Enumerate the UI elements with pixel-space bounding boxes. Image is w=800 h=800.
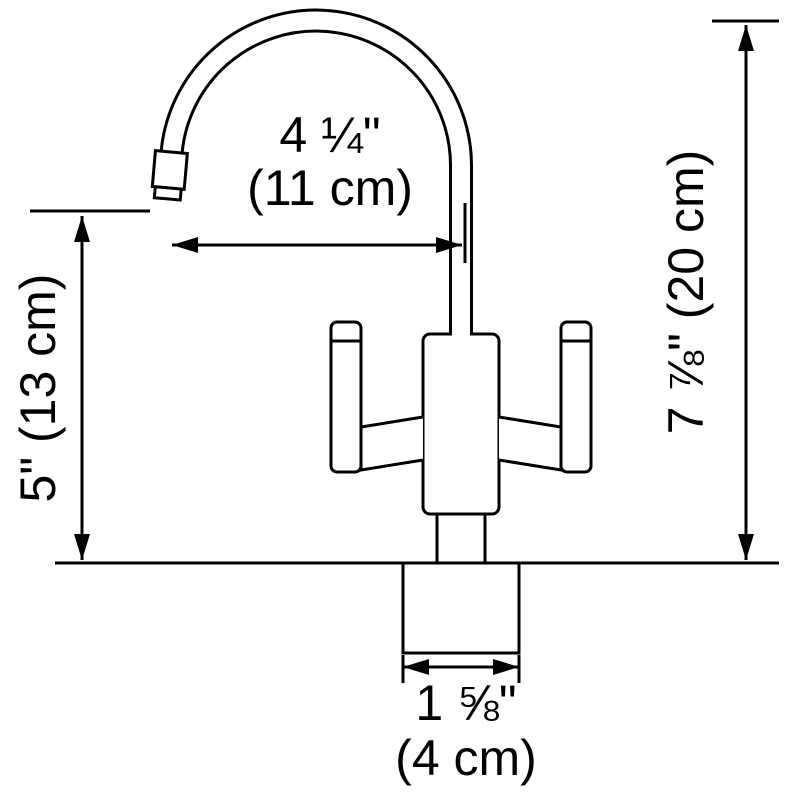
left-handle-arm bbox=[359, 415, 424, 472]
base-diameter-imperial-label: 1 ⅝" bbox=[415, 675, 516, 731]
nozzle-tip bbox=[152, 185, 183, 202]
dimension-annotations: 4 ¼" (11 cm) 5" (13 cm) 7 ⅞" (20 cm) 1 ⅝… bbox=[10, 19, 779, 786]
right-handle-arm bbox=[498, 415, 563, 472]
faucet-drawing bbox=[55, 8, 779, 655]
base-diameter-metric-label: (4 cm) bbox=[395, 730, 537, 786]
faucet-body bbox=[421, 332, 501, 516]
left-handle-lever bbox=[329, 320, 363, 474]
outlet-height-label: 5" (13 cm) bbox=[10, 274, 66, 503]
spout-tube bbox=[162, 11, 470, 338]
right-handle-lever bbox=[559, 320, 593, 474]
body-neck bbox=[435, 512, 487, 567]
spout-reach-imperial-label: 4 ¼" bbox=[279, 107, 380, 163]
faucet-base bbox=[401, 561, 521, 655]
spout-reach-metric-label: (11 cm) bbox=[247, 160, 413, 216]
overall-height-label: 7 ⅞" (20 cm) bbox=[658, 150, 714, 435]
spout-nozzle bbox=[150, 149, 189, 202]
nozzle-body bbox=[150, 149, 189, 191]
